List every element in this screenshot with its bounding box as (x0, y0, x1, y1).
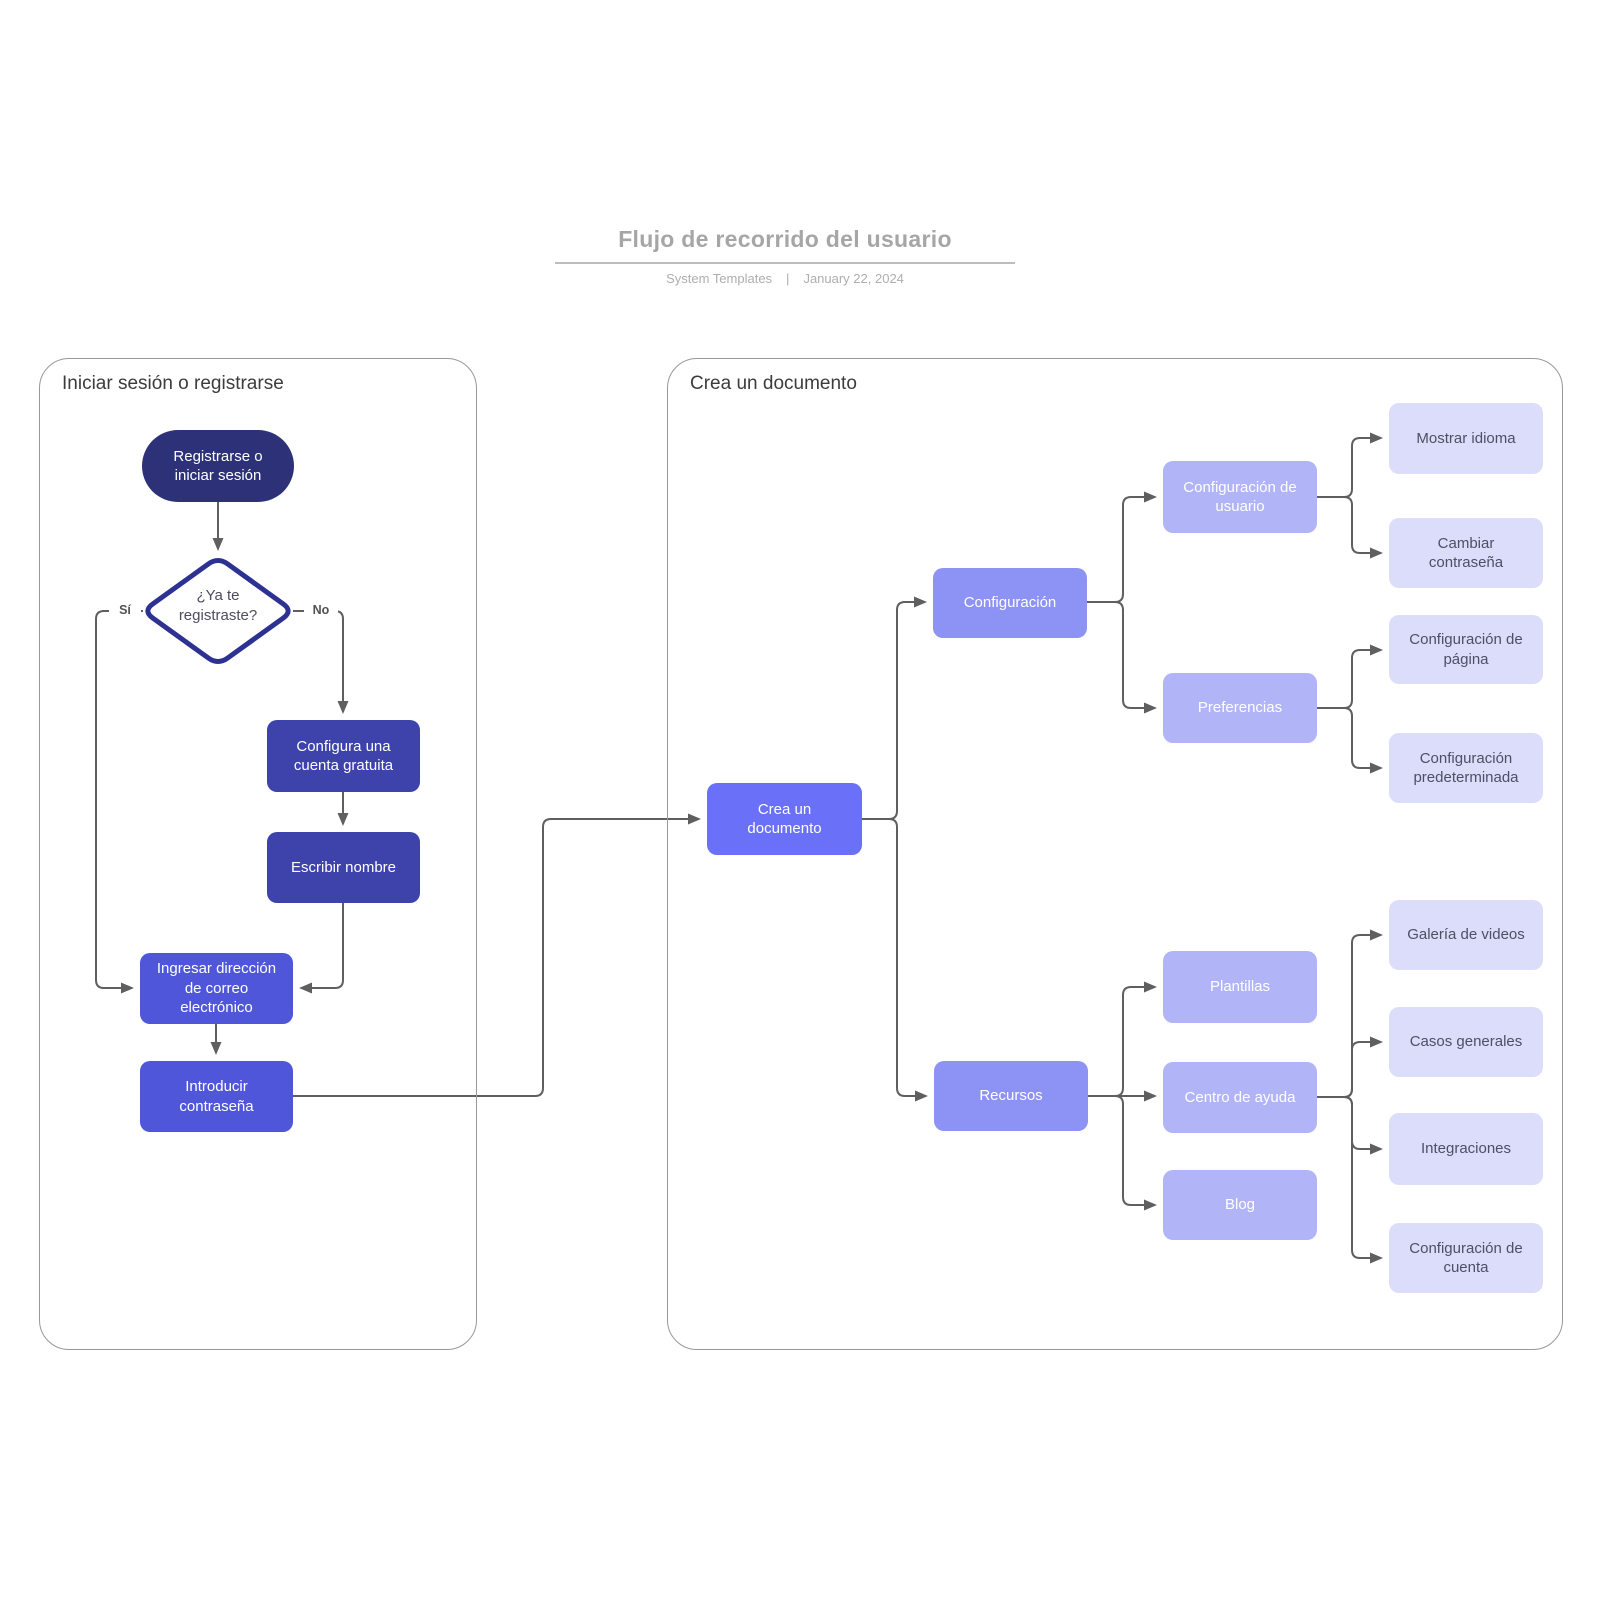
node-change-password: Cambiar contraseña (1389, 518, 1543, 588)
node-settings: Configuración (933, 568, 1087, 638)
diagram-header: Flujo de recorrido del usuario System Te… (545, 226, 1025, 286)
edge-user-settings-to-change-password (1317, 496, 1383, 559)
node-decision-label: ¿Ya te registraste? (178, 587, 258, 624)
container-login: Iniciar sesión o registrarse (39, 358, 477, 1350)
edge-resources-to-blog (1088, 1095, 1157, 1211)
node-video-gallery: Galería de videos (1389, 900, 1543, 970)
page-subtitle: System Templates | January 22, 2024 (545, 271, 1025, 286)
edge-write-name-to-email (299, 903, 344, 994)
edge-create-doc-to-resources (862, 818, 928, 1102)
node-resources: Recursos (934, 1061, 1088, 1131)
edge-label-no: No (304, 603, 338, 617)
edge-settings-to-preferences (1087, 601, 1157, 714)
container-create-document-title: Crea un documento (690, 373, 857, 394)
node-integrations: Integraciones (1389, 1113, 1543, 1185)
node-free-account: Configura una cuenta gratuita (267, 720, 420, 792)
node-preferences: Preferencias (1163, 673, 1317, 743)
decision-diamond-shape (145, 558, 291, 664)
node-enter-password: Introducir contraseña (140, 1061, 293, 1132)
node-account-settings: Configuración de cuenta (1389, 1223, 1543, 1293)
node-templates: Plantillas (1163, 951, 1317, 1023)
edge-password-to-create-doc (293, 813, 701, 1097)
node-blog: Blog (1163, 1170, 1317, 1240)
node-create-document: Crea un documento (707, 783, 862, 855)
node-register-or-login: Registrarse o iniciar sesión (142, 430, 294, 502)
node-show-language: Mostrar idioma (1389, 403, 1543, 474)
title-divider (555, 262, 1015, 264)
container-login-title: Iniciar sesión o registrarse (62, 373, 284, 394)
edge-decision-to-email-yes (95, 610, 143, 994)
node-default-settings: Configuración predeterminada (1389, 733, 1543, 803)
node-help-center: Centro de ayuda (1163, 1062, 1317, 1133)
edge-preferences-to-default-settings (1317, 707, 1383, 774)
subtitle-date: January 22, 2024 (803, 271, 904, 286)
edge-label-yes: Sí (109, 603, 141, 617)
node-write-name: Escribir nombre (267, 832, 420, 903)
page-title: Flujo de recorrido del usuario (618, 226, 952, 252)
node-page-settings: Configuración de página (1389, 615, 1543, 684)
edge-help-center-to-account-settings (1317, 1096, 1383, 1264)
subtitle-separator: | (786, 271, 790, 286)
node-user-settings: Configuración de usuario (1163, 461, 1317, 533)
node-enter-email: Ingresar dirección de correo electrónico (140, 953, 293, 1024)
container-create-document: Crea un documento (667, 358, 1563, 1350)
subtitle-source: System Templates (666, 271, 773, 286)
node-general-cases: Casos generales (1389, 1007, 1543, 1077)
